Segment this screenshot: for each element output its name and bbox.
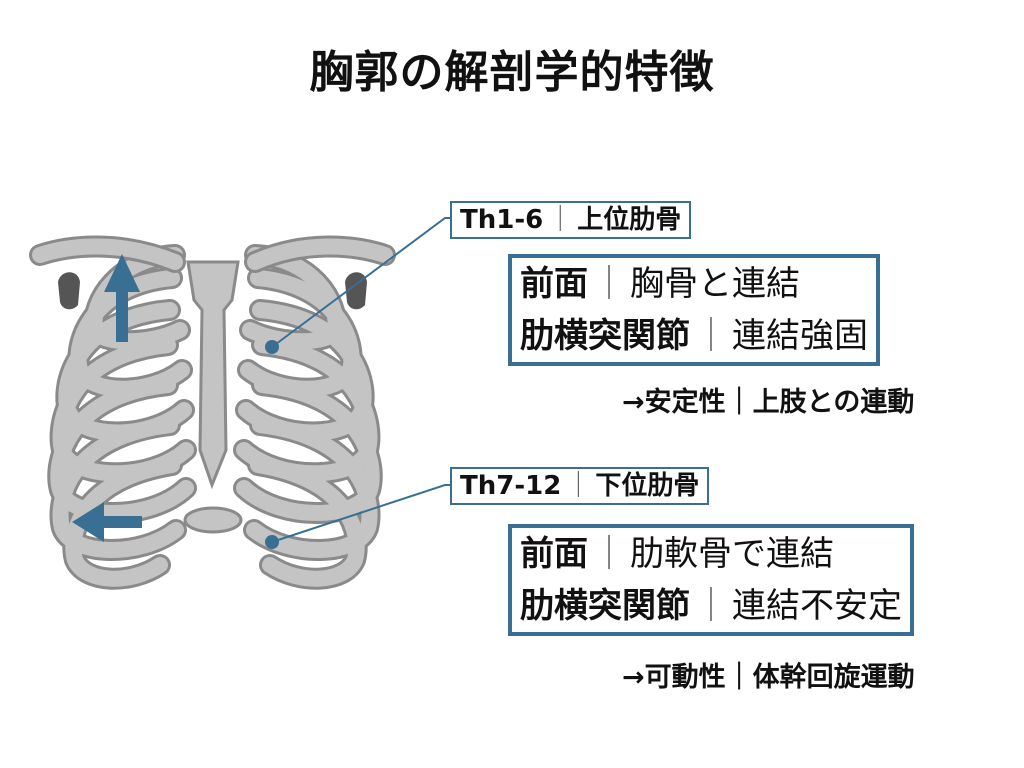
upper-row1-head: 前面: [520, 264, 588, 304]
upper-row2-text: 連結強固: [732, 316, 868, 356]
lower-row-front: 前面｜肋軟骨で連結: [520, 528, 902, 580]
lower-rib-marker: [265, 535, 279, 549]
sternum: [183, 260, 243, 534]
upper-label-separator: ｜: [547, 205, 574, 235]
upper-row2-separator: ｜: [694, 316, 728, 356]
left-arrow-icon: [72, 502, 142, 542]
lower-info-box: 前面｜肋軟骨で連結 肋横突関節｜連結不安定: [508, 524, 914, 636]
up-arrow-icon: [104, 254, 140, 342]
clavicles: [29, 235, 396, 310]
upper-info-box: 前面｜胸骨と連結 肋横突関節｜連結強固: [508, 254, 880, 366]
upper-rib-marker: [265, 340, 279, 354]
page-title: 胸郭の解剖学的特徴: [309, 47, 715, 98]
lower-row2-text: 連結不安定: [732, 586, 902, 626]
lower-level: Th7-12: [460, 471, 562, 501]
leader-lines: [271, 217, 452, 543]
upper-row1-text: 胸骨と連結: [630, 264, 800, 304]
lower-row1-text: 肋軟骨で連結: [630, 534, 834, 574]
lower-rib-label: Th7-12｜下位肋骨: [450, 467, 710, 505]
lower-row2-separator: ｜: [694, 586, 728, 626]
upper-row-front: 前面｜胸骨と連結: [520, 258, 868, 310]
lower-row1-separator: ｜: [592, 534, 626, 574]
upper-row2-head: 肋横突関節: [520, 316, 690, 356]
upper-row1-separator: ｜: [592, 264, 626, 304]
lower-row1-head: 前面: [520, 534, 588, 574]
upper-level: Th1-6: [460, 205, 544, 235]
lower-note: →可動性｜体幹回旋運動: [622, 662, 915, 693]
upper-rib-label: Th1-6｜上位肋骨: [450, 201, 692, 239]
upper-row-costotransverse: 肋横突関節｜連結強固: [520, 310, 868, 362]
lower-row2-head: 肋横突関節: [520, 586, 690, 626]
lower-name: 下位肋骨: [595, 471, 700, 501]
lower-row-costotransverse: 肋横突関節｜連結不安定: [520, 580, 902, 632]
lower-label-separator: ｜: [565, 471, 592, 501]
upper-note: →安定性｜上肢との連動: [622, 387, 915, 418]
upper-name: 上位肋骨: [577, 205, 682, 235]
